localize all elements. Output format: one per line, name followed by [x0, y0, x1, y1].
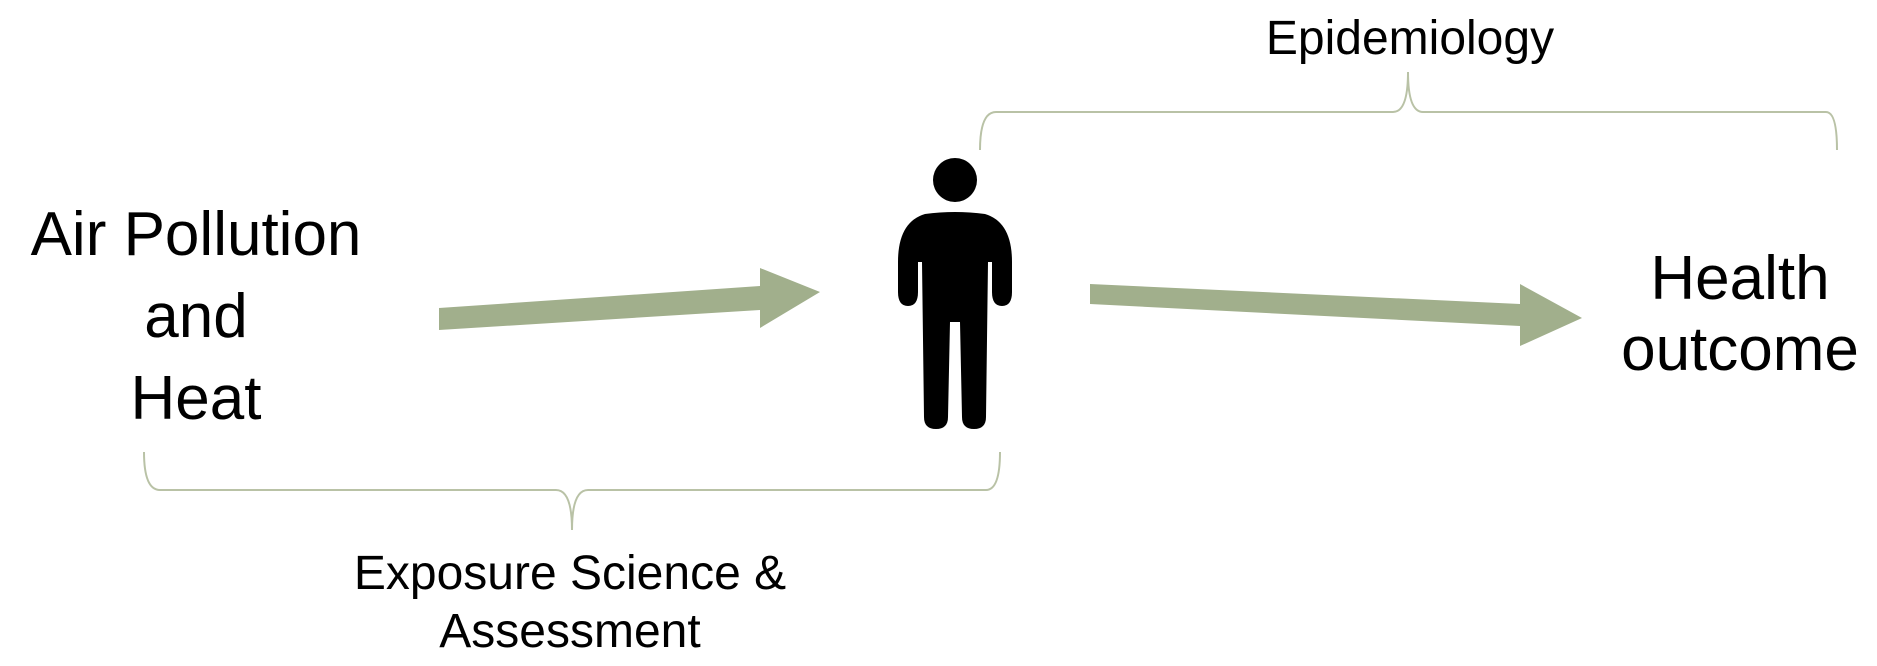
source-label-line-3: Heat [130, 364, 262, 433]
source-label: Air Pollution and Heat [0, 204, 392, 450]
diagram-canvas [143, 71, 1838, 531]
exposure-arrow [439, 268, 820, 330]
exposure-label: Exposure Science & Assessment [290, 550, 850, 666]
outcome-label-line-1: Health [1650, 244, 1830, 313]
exposure-label-line-2: Assessment [439, 605, 701, 658]
source-label-line-2: and [144, 282, 248, 351]
outcome-label-line-2: outcome [1621, 315, 1859, 384]
person-icon [898, 158, 1012, 429]
epidemiology-bracket [979, 71, 1838, 151]
source-label-line-1: Air Pollution [30, 200, 362, 269]
exposure-label-line-1: Exposure Science & [353, 547, 787, 600]
exposure-bracket [143, 451, 1001, 531]
effect-arrow [1090, 284, 1582, 346]
epidemiology-label: Epidemiology [1265, 12, 1555, 65]
outcome-label: Health outcome [1590, 248, 1877, 390]
